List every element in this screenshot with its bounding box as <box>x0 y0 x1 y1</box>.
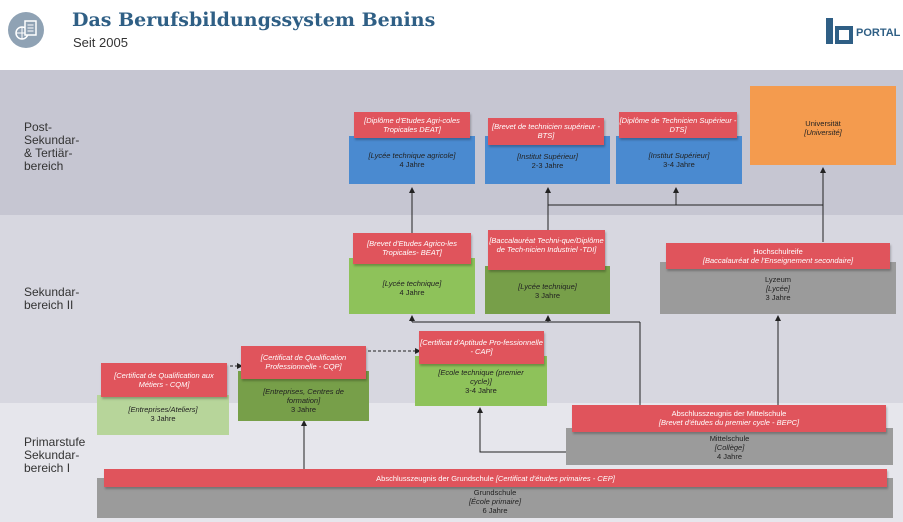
globe-document-icon <box>15 20 37 40</box>
cert-hochschulreife: Hochschulreife [Baccalauréat de l'Enseig… <box>666 243 890 269</box>
cert-cqp: [Certificat de Qualification Professionn… <box>241 346 366 379</box>
cert-title: Abschlusszeugnis der Grundschule <box>376 474 494 483</box>
cert-bac-technique: [Baccalauréat Techni-que/Diplôme de Tech… <box>488 230 605 270</box>
header-icon <box>8 12 44 48</box>
institution-name: Universität <box>805 119 841 128</box>
box-lycee-technique-bac: [Lycée technique] 3 Jahre <box>485 266 610 314</box>
band-label-secondary-2: Sekundar- bereich II <box>24 285 80 312</box>
box-lycee-technique-beat: [Lycée technique] 4 Jahre <box>349 258 475 314</box>
logo: PORTAL <box>826 16 903 48</box>
cert-beat: [Brevet d'Etudes Agrico-les Tropicales- … <box>353 233 471 264</box>
box-ecole-technique: [Ecole technique (premier cycle)] 3-4 Ja… <box>415 356 547 406</box>
cert-deat: [Diplôme d'Etudes Agri-coles Tropicales … <box>354 112 470 138</box>
cert-bepc: Abschlusszeugnis der Mittelschule [Breve… <box>572 405 886 432</box>
box-entreprises-ateliers: [Entreprises/Ateliers] 3 Jahre <box>97 395 229 435</box>
cert-subtitle: [Brevet d'études du premier cycle - BEPC… <box>658 418 800 427</box>
duration-label: 3 Jahre <box>765 293 791 302</box>
duration-label: 3 Jahre <box>534 291 561 300</box>
institution-label: [École primaire] <box>468 497 522 506</box>
cert-cqm: [Certificat de Qualification aux Métiers… <box>101 363 227 397</box>
cert-bts: [Brevet de technicien supérieur - BTS] <box>488 118 604 145</box>
bq-logo-icon <box>826 18 853 44</box>
institution-label: [Entreprises, Centres de formation] <box>263 387 344 405</box>
cert-dts: [Diplôme de Technicien Supérieur - DTS] <box>619 112 737 138</box>
duration-label: 6 Jahre <box>482 506 508 515</box>
box-mittelschule: Mittelschule [Collège] 4 Jahre <box>566 428 893 465</box>
cert-subtitle: [Baccalauréat de l'Enseignement secondai… <box>702 256 854 265</box>
cert-cap: [Certificat d'Aptitude Pro-fessionnelle … <box>419 331 544 364</box>
cert-subtitle: [Certificat d'études primaires - CEP] <box>495 474 615 483</box>
institution-name: Lyzeum <box>765 275 791 284</box>
institution-label: [Lycée technique] <box>518 282 577 291</box>
logo-text: PORTAL <box>856 27 901 39</box>
duration-label: 4 Jahre <box>399 160 425 169</box>
institution-name: Grundschule <box>473 488 517 497</box>
institution-label: [Ecole technique (premier cycle)] <box>438 368 524 386</box>
box-institut-superieur-dts: [Institut Supérieur] 3-4 Jahre <box>616 136 742 184</box>
cert-title: Abschlusszeugnis der Mittelschule <box>671 409 787 418</box>
duration-label: 2-3 Jahre <box>531 161 564 170</box>
cert-cep: Abschlusszeugnis der Grundschule [Certif… <box>104 469 887 487</box>
institution-label: [Université] <box>804 128 842 137</box>
institution-label: [Institut Supérieur] <box>517 152 578 161</box>
box-entreprises-centres: [Entreprises, Centres de formation] 3 Ja… <box>238 371 369 421</box>
box-universitaet: Universität [Université] <box>750 86 896 165</box>
duration-label: 3-4 Jahre <box>663 160 695 169</box>
duration-label: 4 Jahre <box>399 288 425 297</box>
band-label-post-secondary: Post- Sekundar- & Tertiär- bereich <box>24 120 80 173</box>
box-lyzeum: Lyzeum [Lycée] 3 Jahre <box>660 262 896 314</box>
institution-label: [Institut Supérieur] <box>648 151 710 160</box>
institution-label: [Entreprises/Ateliers] <box>128 405 198 414</box>
cert-title: Hochschulreife <box>753 247 803 256</box>
duration-label: 3-4 Jahre <box>465 386 497 395</box>
band-label-primary: Primarstufe Sekundar- bereich I <box>24 435 86 475</box>
duration-label: 4 Jahre <box>716 452 743 461</box>
duration-label: 3 Jahre <box>290 405 317 414</box>
page-title: Das Berufsbildungssystem Benins <box>72 9 436 31</box>
institution-name: Mittelschule <box>709 434 750 443</box>
box-lycee-technique-agricole: [Lycée technique agricole] 4 Jahre <box>349 136 475 184</box>
institution-label: [Lycée technique agricole] <box>368 151 456 160</box>
duration-label: 3 Jahre <box>150 414 176 423</box>
institution-label: [Collège] <box>714 443 745 452</box>
institution-label: [Lycée technique] <box>382 279 442 288</box>
institution-label: [Lycée] <box>765 284 791 293</box>
page-subtitle: Seit 2005 <box>73 35 128 50</box>
